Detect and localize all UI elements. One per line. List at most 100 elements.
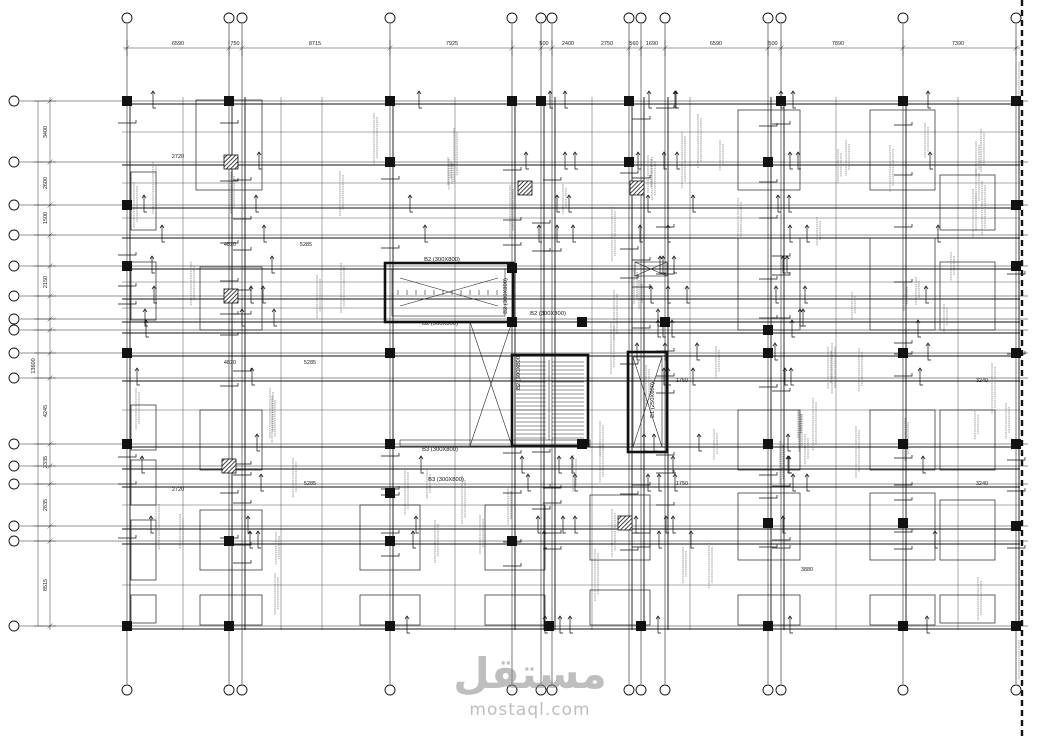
rebar-arrow — [795, 151, 801, 156]
rebar-arrow — [269, 255, 275, 260]
rebar-arrow — [413, 515, 419, 520]
dimension-tick — [900, 45, 906, 51]
grid-bubble-top — [223, 12, 235, 24]
grid-bubble-bottom — [223, 684, 235, 696]
side-rebar-mark — [118, 252, 137, 256]
column — [385, 439, 395, 449]
slab-panel-layer — [130, 99, 996, 626]
side-rebar-mark — [620, 170, 639, 174]
top-rebar-mark — [929, 152, 933, 170]
side-rebar-mark — [233, 500, 252, 504]
side-rebar-mark — [233, 542, 252, 546]
dimension-tick — [47, 232, 53, 238]
top-dimension: 1690 — [646, 41, 658, 47]
beam-b1-inner — [632, 356, 663, 448]
rebar-arrow — [672, 473, 678, 478]
rebar-arrow — [570, 224, 576, 229]
top-rebar-mark — [412, 531, 416, 549]
rebar-arrow — [665, 367, 671, 372]
column — [122, 96, 132, 106]
dimension-tick — [47, 159, 53, 165]
beam-label: B2 (300X800) — [516, 354, 522, 390]
top-rebar-mark — [934, 531, 938, 549]
rebar-arrow — [634, 342, 640, 347]
top-rebar-mark — [153, 286, 157, 304]
top-rebar-mark — [667, 286, 671, 304]
top-rebar-mark — [789, 616, 793, 634]
top-rebar-mark — [257, 531, 261, 549]
rebar-arrow — [673, 90, 679, 95]
top-rebar-mark — [806, 474, 810, 492]
top-rebar-mark — [564, 152, 568, 170]
stair-core-upper — [383, 261, 515, 324]
rebar-arrow — [407, 194, 413, 199]
grid-bubble-top — [236, 12, 248, 24]
slab-panel — [869, 109, 936, 191]
slab-panel — [737, 109, 801, 191]
side-rebar-mark — [543, 500, 562, 504]
side-rebar-mark — [118, 454, 137, 458]
column — [577, 439, 587, 449]
dimension-tick — [638, 45, 644, 51]
rebar-arrow — [422, 224, 428, 229]
grid-bubble-bottom — [762, 684, 774, 696]
top-rebar-mark — [782, 516, 786, 534]
side-rebar-mark — [503, 490, 522, 494]
side-rebar-mark — [772, 545, 791, 549]
rebar-arrow — [260, 285, 266, 290]
grid-bubble-bottom — [236, 684, 248, 696]
rebar-arrow — [694, 342, 700, 347]
top-rebar-mark — [574, 474, 578, 492]
top-rebar-mark — [658, 531, 662, 549]
rebar-arrow — [646, 90, 652, 95]
slab-panel — [939, 261, 996, 331]
top-rebar-mark — [791, 320, 795, 338]
side-rebar-mark — [233, 560, 252, 564]
side-rebar-mark — [1007, 488, 1026, 492]
side-rebar-mark — [656, 390, 675, 394]
top-rebar-mark — [782, 256, 786, 274]
top-rebar-mark — [420, 456, 424, 474]
column — [1011, 96, 1021, 106]
rebar-arrow — [645, 194, 651, 199]
side-rebar-mark — [532, 506, 551, 510]
column — [624, 96, 634, 106]
grid-bubble-top — [623, 12, 635, 24]
top-rebar-mark — [790, 368, 794, 386]
side-rebar-mark — [1007, 545, 1026, 549]
rebar-arrow — [935, 224, 941, 229]
dimension-tick — [1013, 45, 1019, 51]
rebar-arrow — [247, 530, 253, 535]
beam-label: B2 (300X800) — [422, 321, 458, 327]
dimension-tick — [47, 202, 53, 208]
top-rebar-mark — [657, 616, 661, 634]
top-dimension: 560 — [629, 41, 638, 47]
top-rebar-mark — [647, 474, 651, 492]
grid-bubble-bottom — [121, 684, 133, 696]
side-rebar-mark — [381, 530, 400, 534]
rebar-arrow — [772, 342, 778, 347]
slab-panel — [359, 504, 421, 571]
rebar-arrow — [633, 515, 639, 520]
top-rebar-mark — [658, 474, 662, 492]
side-rebar-mark — [118, 120, 137, 124]
top-rebar-mark — [258, 152, 262, 170]
column — [898, 96, 908, 106]
side-rebar-mark — [532, 220, 551, 224]
dimension-tick — [47, 523, 53, 529]
top-rebar-mark — [271, 256, 275, 274]
dimension-tick — [47, 316, 53, 322]
side-rebar-mark — [620, 547, 639, 551]
side-rebar-mark — [620, 491, 639, 495]
side-rebar-mark — [759, 544, 778, 548]
side-rebar-mark — [620, 361, 639, 365]
top-rebar-mark — [263, 225, 267, 243]
rebar-arrow — [637, 224, 643, 229]
top-dimension: 2750 — [601, 41, 613, 47]
grid-bubble-left — [8, 520, 20, 532]
rebar-arrow — [688, 530, 694, 535]
side-rebar-mark — [1007, 457, 1026, 461]
grid-bubble-left — [8, 478, 20, 490]
column — [763, 439, 773, 449]
